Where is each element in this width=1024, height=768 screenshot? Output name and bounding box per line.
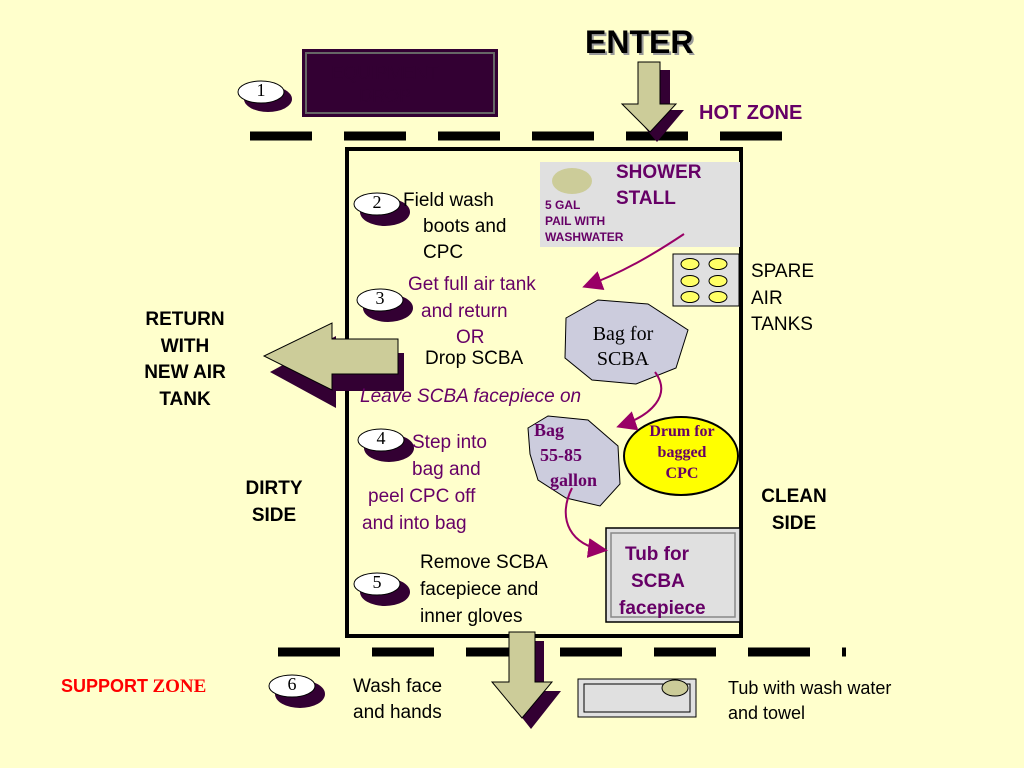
bag-scba-shape	[564, 299, 689, 385]
clean-side-label: CLEAN SIDE	[752, 484, 836, 537]
page-title: ENTER	[585, 24, 694, 60]
tub-wash-icon	[577, 678, 697, 718]
step-6-number: 6	[287, 674, 297, 694]
step-4-number: 4	[376, 428, 386, 448]
arrow-shower-to-step3	[582, 233, 685, 291]
step-3-text: Get full air tank and return OR	[408, 272, 536, 352]
pail-label: 5 GAL PAIL WITH WASHWATER	[545, 197, 623, 246]
return-line: WITH	[160, 335, 210, 357]
step-2-line: boots and	[423, 216, 507, 238]
drum-line: Drum for	[649, 423, 715, 440]
clean-side-line: CLEAN	[761, 486, 827, 507]
step-5-text: Remove SCBA facepiece and inner gloves	[420, 550, 548, 631]
enter-arrow	[620, 61, 684, 142]
tub-facepiece-line: Tub for	[625, 544, 690, 565]
step-5-line: inner gloves	[420, 605, 523, 627]
clean-side-line: SIDE	[771, 512, 817, 534]
step-badge-3	[356, 288, 413, 322]
step-5-line: Remove SCBA	[420, 552, 548, 573]
pail-line: WASHWATER	[545, 230, 624, 245]
support-zone-label: SUPPORT ZONE	[61, 676, 206, 698]
return-line: NEW AIR	[144, 362, 226, 384]
dirty-side-label: DIRTY SIDE	[236, 476, 312, 529]
tub-facepiece-line: SCBA	[631, 570, 685, 592]
equipment-drop-label: EQUIPMENT DROP	[331, 63, 439, 106]
step-5-line: facepiece and	[420, 578, 539, 600]
step-5-number: 5	[372, 572, 382, 592]
hot-zone-label: HOT ZONE	[699, 102, 803, 124]
step-4-line: Step into	[412, 432, 487, 453]
bag-gallon-shape	[527, 415, 621, 507]
bag-scba-line: SCBA	[596, 348, 650, 370]
tub-facepiece-label: Tub for SCBA facepiece	[617, 542, 737, 623]
drum-line: CPC	[665, 464, 699, 482]
bag-scba-line: Bag for	[592, 323, 654, 345]
arrow-bag-to-tub	[564, 487, 608, 558]
step-6-text: Wash face and hands	[353, 674, 442, 725]
return-label: RETURN WITH NEW AIR TANK	[130, 307, 240, 413]
tub-wash-label: Tub with wash water and towel	[728, 676, 891, 726]
spare-air-tanks-label: SPARE AIR TANKS	[751, 259, 814, 339]
equipment-drop-box	[302, 49, 498, 117]
spare-air-tanks-icon	[672, 253, 740, 307]
bag-gallon-line: gallon	[550, 470, 598, 491]
step-badge-5	[353, 572, 410, 606]
spare-air-tanks-line: SPARE	[751, 261, 815, 282]
shower-stall-label: SHOWER STALL	[616, 160, 702, 211]
tub-facepiece	[605, 527, 741, 623]
step-6-line: and hands	[353, 701, 442, 723]
pail-line: PAIL WITH	[545, 214, 606, 229]
step-2-number: 2	[372, 192, 382, 212]
drum-line: bagged	[657, 443, 707, 461]
step-3-drop-scba: Drop SCBA	[425, 348, 524, 369]
step-badge-4	[357, 428, 414, 462]
shower-stall-line: SHOWER	[616, 162, 702, 183]
step-3-line: OR	[456, 327, 485, 349]
tub-wash-line: Tub with wash water	[728, 678, 892, 698]
dirty-side-line: DIRTY	[245, 478, 303, 499]
bag-scba-label: Bag for SCBA	[578, 322, 668, 372]
step-4-line: and into bag	[362, 512, 467, 534]
return-arrow	[262, 322, 404, 408]
return-line: RETURN	[145, 309, 225, 330]
decon-room	[345, 147, 743, 638]
step-3-line: Get full air tank	[408, 274, 536, 295]
pail-icon	[552, 168, 592, 194]
bag-gallon-line: 55-85	[540, 445, 582, 466]
step-3-number: 3	[375, 288, 385, 308]
dirty-side-line: SIDE	[251, 504, 297, 526]
step-badge-6	[268, 674, 325, 708]
step-4-line: bag and	[412, 458, 481, 480]
tub-wash-line: and towel	[728, 702, 806, 723]
step-4-line: peel CPC off	[368, 485, 476, 507]
step-4-text: Step into bag and peel CPC off and into …	[362, 430, 522, 538]
step-badge-1	[237, 80, 292, 112]
return-line: TANK	[159, 388, 211, 410]
bag-gallon-label: Bag 55-85 gallon	[530, 418, 610, 494]
shower-stall-line: STALL	[616, 187, 676, 209]
step-badge-2	[353, 192, 410, 226]
bag-gallon-line: Bag	[534, 420, 565, 440]
step-2-line: CPC	[423, 242, 464, 264]
spare-air-tanks-line: AIR	[751, 287, 783, 309]
step-2-line: Field wash	[403, 190, 494, 211]
step-6-line: Wash face	[353, 676, 443, 697]
leave-facepiece-note: Leave SCBA facepiece on	[360, 386, 582, 407]
exit-arrow	[490, 631, 561, 729]
pail-line: 5 GAL	[545, 198, 581, 212]
support-zone-part2: ZONE	[152, 676, 207, 697]
tub-facepiece-line: facepiece	[619, 597, 706, 619]
step-2-text: Field wash boots and CPC	[403, 188, 506, 267]
arrow-scba-to-bag	[616, 371, 662, 431]
step-1-number: 1	[256, 80, 266, 100]
drum-label: Drum for bagged CPC	[634, 422, 730, 484]
support-zone-part1: SUPPORT	[61, 676, 149, 696]
drum-icon	[623, 416, 739, 496]
spare-air-tanks-line: TANKS	[751, 314, 813, 336]
step-3-line: and return	[421, 300, 508, 322]
